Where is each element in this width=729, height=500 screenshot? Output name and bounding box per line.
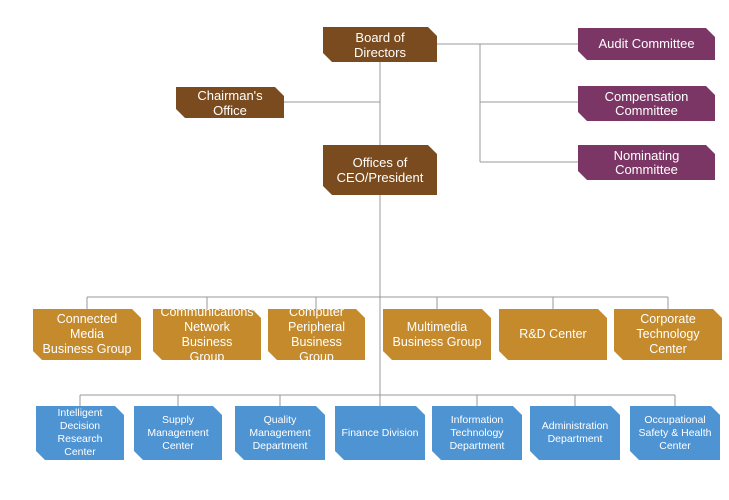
support-unit-label: Information Technology Department: [449, 413, 505, 452]
audit-committee-label: Audit Committee: [598, 36, 695, 51]
compensation-committee-box: Compensation Committee: [578, 86, 715, 121]
business-group-label: Connected Media Business Group: [42, 312, 132, 356]
supply-management-center-box: Supply Management Center: [134, 406, 222, 460]
support-unit-label: Administration Department: [541, 420, 609, 445]
nominating-committee-label: Nominating Committee: [613, 147, 680, 177]
support-unit-label: Occupational Safety & Health Center: [638, 413, 712, 452]
support-unit-label: Quality Management Department: [249, 413, 311, 452]
occupational-safety-health-center-box: Occupational Safety & Health Center: [630, 406, 720, 460]
nominating-committee-box: Nominating Committee: [578, 145, 715, 180]
chairmans-office-box: Chairman's Office: [176, 87, 284, 118]
board-of-directors-label: Board of Directors: [353, 29, 406, 60]
administration-department-box: Administration Department: [530, 406, 620, 460]
business-group-label: R&D Center: [519, 327, 587, 341]
business-group-label: Computer Peripheral Business Group: [288, 304, 345, 364]
communications-network-business-group-box: Communications Network Business Group: [153, 309, 261, 360]
intelligent-decision-research-center-box: Intelligent Decision Research Center: [36, 406, 124, 460]
audit-committee-box: Audit Committee: [578, 28, 715, 60]
ceo-president-label: Offices of CEO/President: [336, 155, 424, 185]
finance-division-box: Finance Division: [335, 406, 425, 460]
ceo-president-box: Offices of CEO/President: [323, 145, 437, 195]
rd-center-box: R&D Center: [499, 309, 607, 360]
quality-management-department-box: Quality Management Department: [235, 406, 325, 460]
chairmans-office-label: Chairman's Office: [197, 87, 263, 118]
support-unit-label: Intelligent Decision Research Center: [57, 407, 103, 458]
support-unit-label: Supply Management Center: [147, 413, 209, 452]
multimedia-business-group-box: Multimedia Business Group: [383, 309, 491, 360]
compensation-committee-label: Compensation Committee: [604, 88, 689, 118]
information-technology-department-box: Information Technology Department: [432, 406, 522, 460]
business-group-label: Multimedia Business Group: [392, 319, 482, 349]
support-unit-label: Finance Division: [341, 426, 419, 439]
business-group-label: Communications Network Business Group: [160, 304, 254, 364]
board-of-directors-box: Board of Directors: [323, 27, 437, 62]
business-group-label: Corporate Technology Center: [636, 312, 700, 356]
computer-peripheral-business-group-box: Computer Peripheral Business Group: [268, 309, 365, 360]
corporate-technology-center-box: Corporate Technology Center: [614, 309, 722, 360]
connected-media-business-group-box: Connected Media Business Group: [33, 309, 141, 360]
